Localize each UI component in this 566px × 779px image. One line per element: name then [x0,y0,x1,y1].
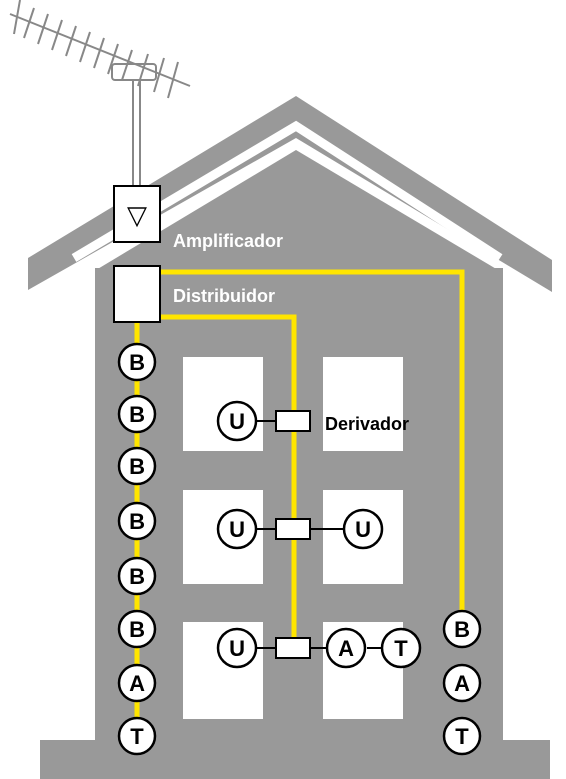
outlet-b: B [117,556,157,596]
outlet-letter: B [129,454,145,479]
outlet-a: A [117,663,157,703]
outlet-b: B [442,609,482,649]
outlet-letter: B [454,617,470,642]
window [183,357,263,451]
outlet-b: B [117,394,157,434]
tap [275,637,311,659]
window [323,357,403,451]
outlet-u: U [216,627,258,669]
outlet-letter: U [355,517,371,542]
outlet-b: B [117,609,157,649]
outlet-letter: A [338,636,354,661]
tap-label: Derivador [325,414,409,434]
outlet-letter: T [130,724,144,749]
roof-inner [96,150,498,270]
outlet-letter: B [129,402,145,427]
cable-right-riser [160,269,465,635]
outlets: B B B B B B A T U U U U A T B A T [117,342,482,756]
outlet-letter: A [454,671,470,696]
outlet-b: B [117,446,157,486]
amplifier: ▽ [113,185,161,243]
house [28,96,552,779]
outlet-letter: B [129,564,145,589]
outlet-letter: U [229,636,245,661]
outlet-letter: B [129,350,145,375]
outlet-a: A [325,627,367,669]
tap [275,410,311,432]
outlet-letter: U [229,517,245,542]
outlet-u: U [216,400,258,442]
taps [275,410,311,659]
outlet-letter: B [129,509,145,534]
outlet-t: T [117,716,157,756]
outlet-b: B [117,501,157,541]
outlet-t: T [380,627,422,669]
amplifier-symbol-icon: ▽ [127,200,147,230]
distributor-label: Distribuidor [173,286,275,306]
outlet-letter: U [229,409,245,434]
outlet-u: U [216,508,258,550]
outlet-letter: T [455,724,469,749]
outlet-letter: B [129,617,145,642]
outlet-letter: A [129,671,145,696]
outlet-letter: T [394,636,408,661]
distributor [113,265,161,323]
outlet-t: T [442,716,482,756]
roof [28,96,552,292]
antenna-icon [9,0,191,186]
outlet-b: B [117,342,157,382]
amplifier-label: Amplificador [173,231,283,251]
tap [275,518,311,540]
outlet-u: U [342,508,384,550]
house-wall [95,268,503,741]
outlet-a: A [442,663,482,703]
outlet-wires [256,420,381,649]
